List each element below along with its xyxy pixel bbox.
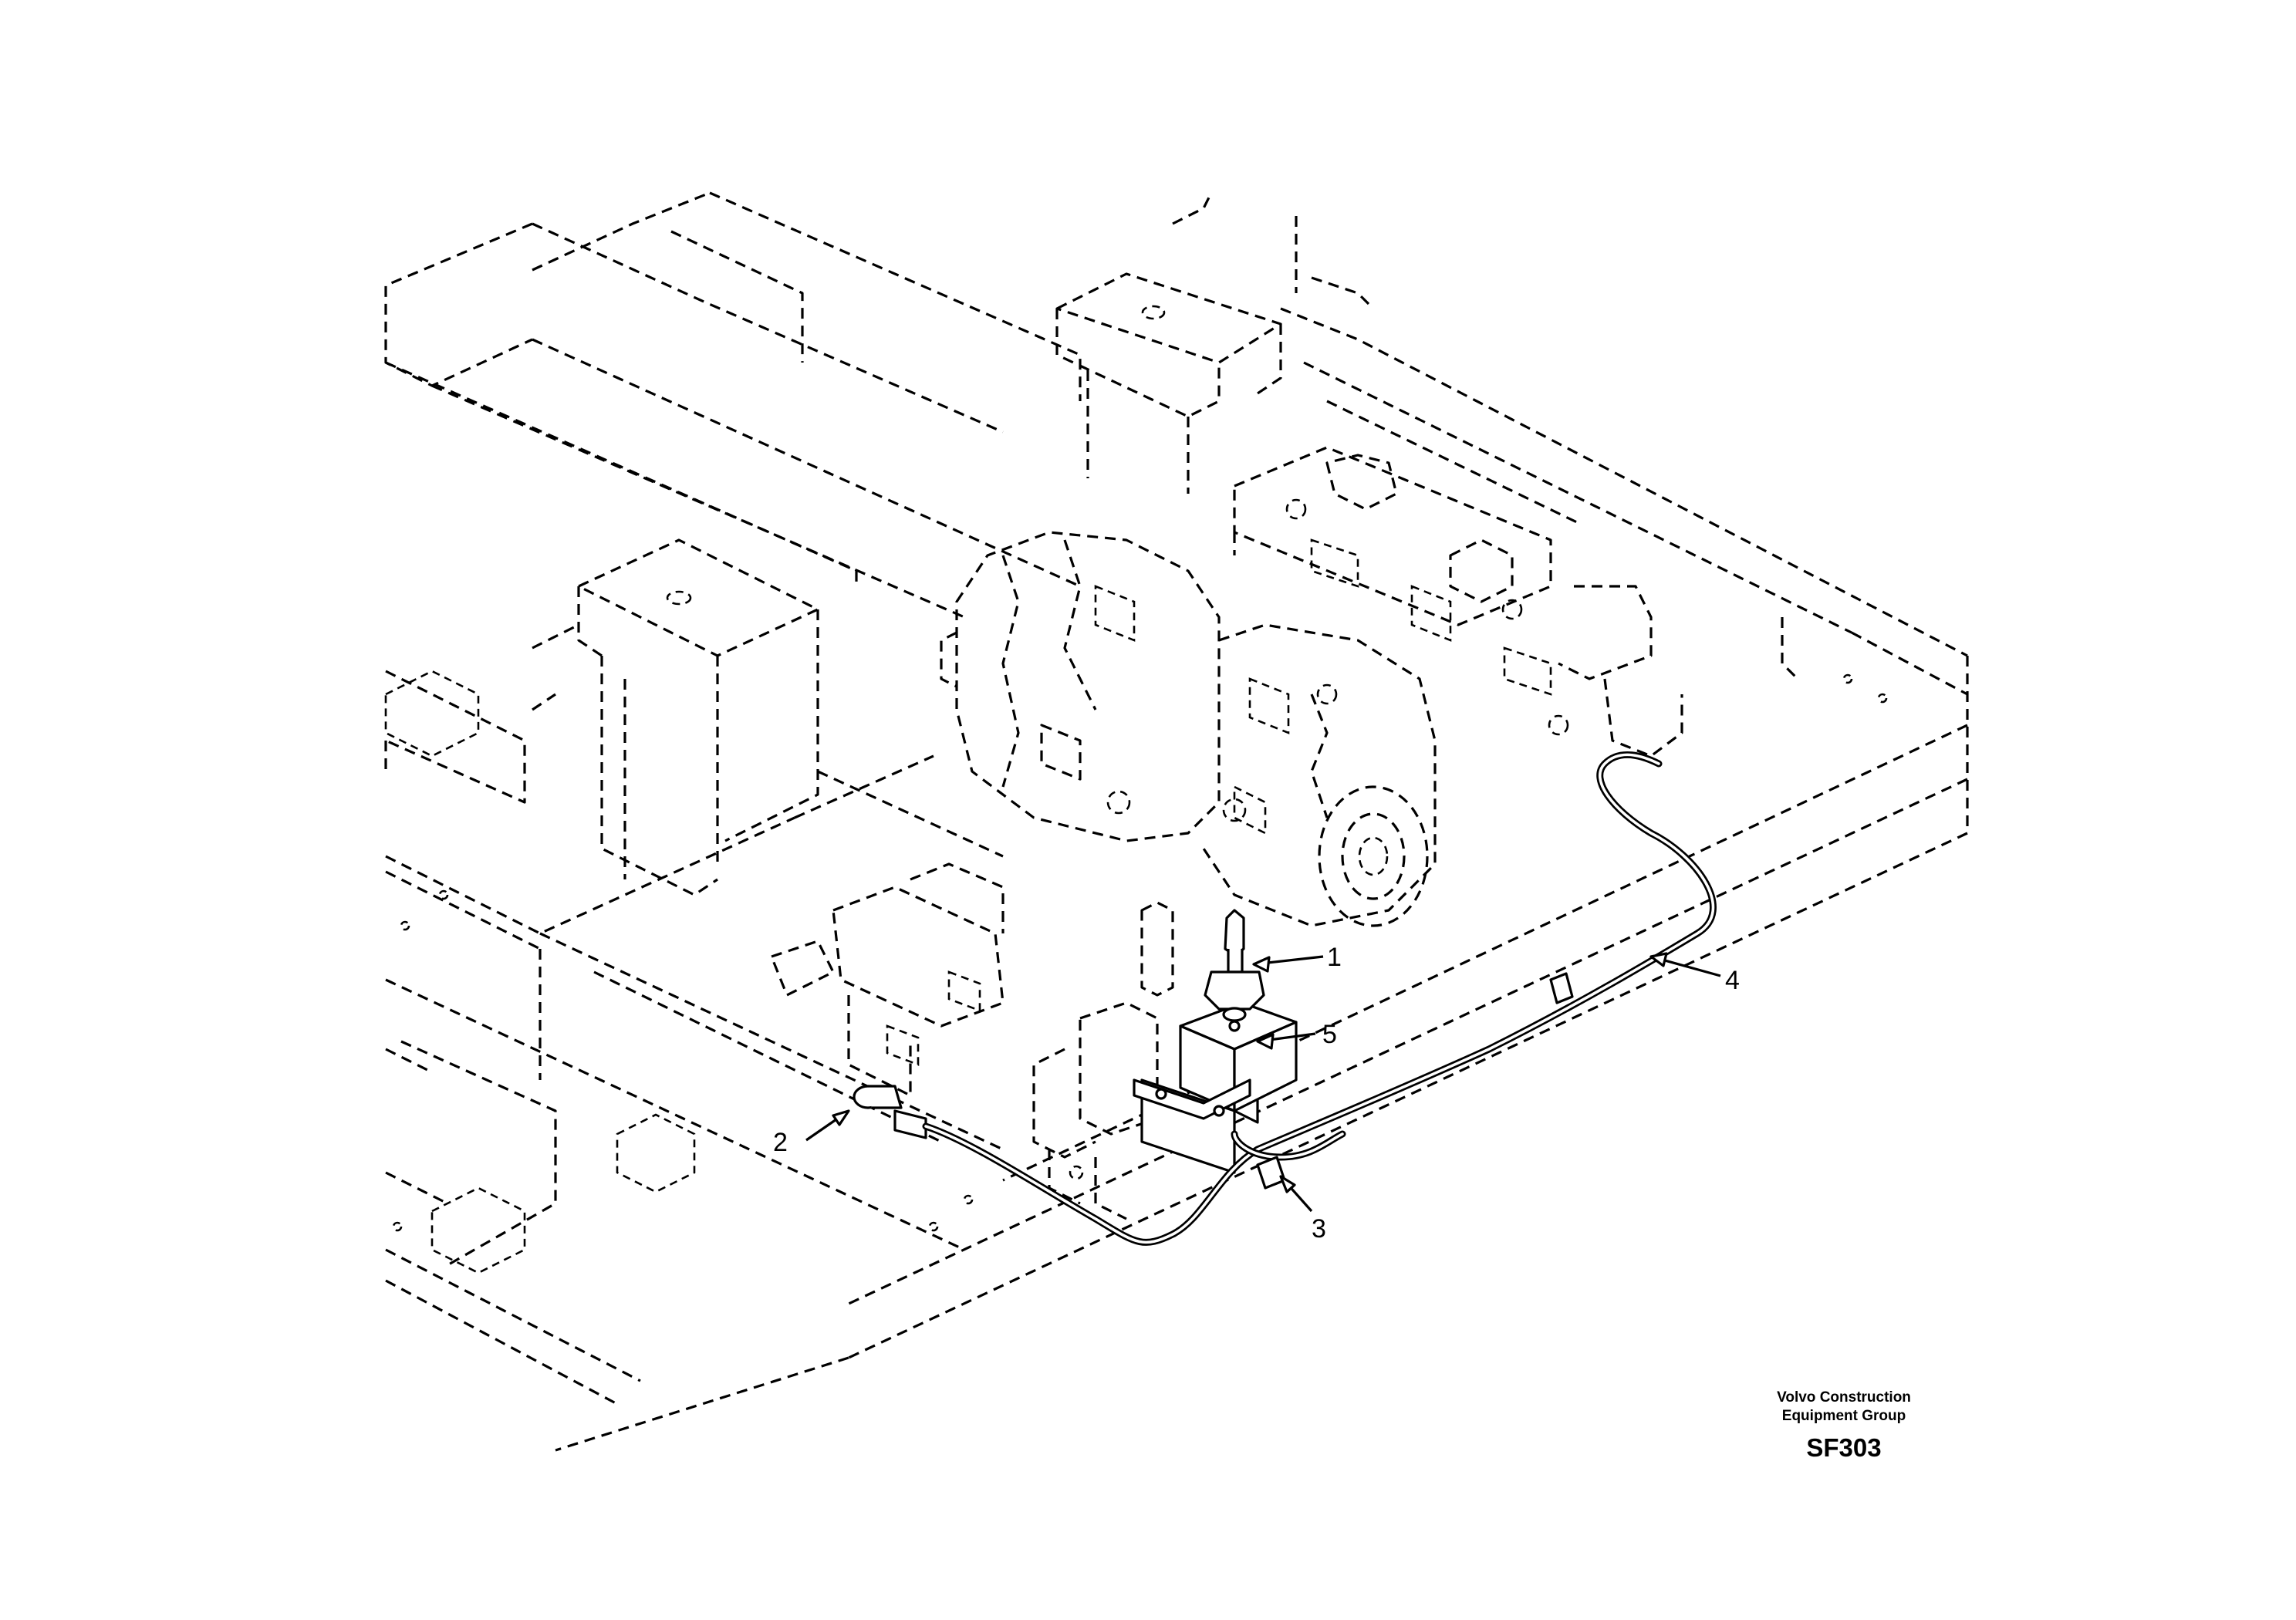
pilot-valve-phantom [770,862,1174,1220]
valve-bracket-part [1133,1001,1298,1174]
title-block: Volvo Construction Equipment Group SF303 [1728,1389,1960,1463]
drawing-code: SF303 [1806,1433,1882,1462]
callout-numbers: 1 2 3 4 5 [773,943,1740,1244]
hydraulic-pump-phantom [940,531,1437,927]
company-name-line-2: Equipment Group [1781,1408,1906,1424]
company-name-line-1: Volvo Construction [1777,1389,1911,1406]
callout-5-label: 5 [1322,1020,1337,1049]
callout-2-label: 2 [773,1128,788,1157]
callout-1-label: 1 [1327,943,1342,972]
control-lever-part [1204,909,1265,1032]
hose-clamp-part [1256,972,1574,1190]
frame-phantom-lines [384,191,1969,1452]
callout-3-label: 3 [1312,1214,1326,1244]
hose-part [922,751,1717,1246]
callout-leaders [805,952,1721,1213]
control-valve-phantom [1233,446,1683,758]
pressure-switch-part [853,1085,927,1139]
callout-4-label: 4 [1725,966,1740,995]
